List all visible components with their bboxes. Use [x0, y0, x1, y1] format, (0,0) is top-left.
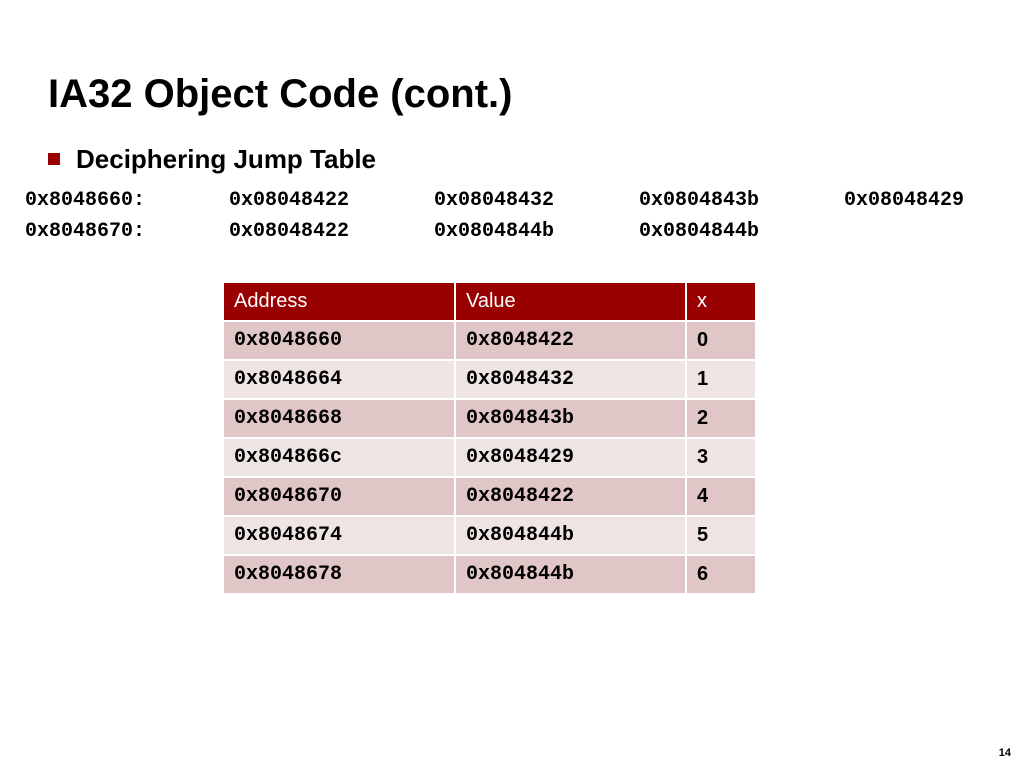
dump-value: 0x0804844b [434, 220, 555, 243]
dump-value: 0x0804844b [639, 220, 760, 243]
value-cell: 0x8048429 [454, 437, 687, 478]
address-cell: 0x8048668 [222, 398, 456, 439]
dump-value: 0x08048422 [229, 189, 350, 212]
dump-value: 0x08048432 [434, 189, 555, 212]
x-cell: 5 [685, 515, 757, 556]
bullet-item: Deciphering Jump Table [48, 143, 376, 175]
square-bullet-icon [48, 153, 60, 165]
value-cell: 0x804844b [454, 515, 687, 556]
address-cell: 0x8048664 [222, 359, 456, 400]
address-cell: 0x8048670 [222, 476, 456, 517]
dump-value: 0x0804843b [639, 189, 760, 212]
x-cell: 3 [685, 437, 757, 478]
x-cell: 0 [685, 320, 757, 361]
jump-table: Address Value x 0x8048660 0x8048422 0 0x… [222, 281, 757, 595]
value-cell: 0x8048432 [454, 359, 687, 400]
address-cell: 0x8048660 [222, 320, 456, 361]
address-cell: 0x8048678 [222, 554, 456, 595]
dump-value: 0x08048429 [844, 189, 965, 212]
dump-address: 0x8048670: [25, 220, 146, 243]
column-header-value: Value [454, 281, 687, 322]
column-header-x: x [685, 281, 757, 322]
value-cell: 0x804844b [454, 554, 687, 595]
dump-address: 0x8048660: [25, 189, 146, 212]
value-cell: 0x8048422 [454, 320, 687, 361]
address-cell: 0x804866c [222, 437, 456, 478]
x-cell: 1 [685, 359, 757, 400]
memory-dump: 0x8048660: 0x08048422 0x08048432 0x08048… [25, 185, 964, 247]
memory-dump-row: 0x8048660: 0x08048422 0x08048432 0x08048… [25, 185, 964, 216]
table-row: 0x8048678 0x804844b 6 [222, 554, 757, 595]
column-header-address: Address [222, 281, 456, 322]
table-row: 0x804866c 0x8048429 3 [222, 437, 757, 478]
memory-dump-row: 0x8048670: 0x08048422 0x0804844b 0x08048… [25, 216, 964, 247]
value-cell: 0x804843b [454, 398, 687, 439]
dump-value: 0x08048422 [229, 220, 350, 243]
table-header-row: Address Value x [222, 281, 757, 322]
x-cell: 2 [685, 398, 757, 439]
table-row: 0x8048660 0x8048422 0 [222, 320, 757, 361]
table-row: 0x8048664 0x8048432 1 [222, 359, 757, 400]
x-cell: 4 [685, 476, 757, 517]
slide-title: IA32 Object Code (cont.) [48, 72, 513, 116]
address-cell: 0x8048674 [222, 515, 456, 556]
page-number: 14 [998, 747, 1011, 759]
bullet-text: Deciphering Jump Table [76, 144, 377, 174]
table-row: 0x8048668 0x804843b 2 [222, 398, 757, 439]
value-cell: 0x8048422 [454, 476, 687, 517]
x-cell: 6 [685, 554, 757, 595]
table-row: 0x8048670 0x8048422 4 [222, 476, 757, 517]
table-row: 0x8048674 0x804844b 5 [222, 515, 757, 556]
